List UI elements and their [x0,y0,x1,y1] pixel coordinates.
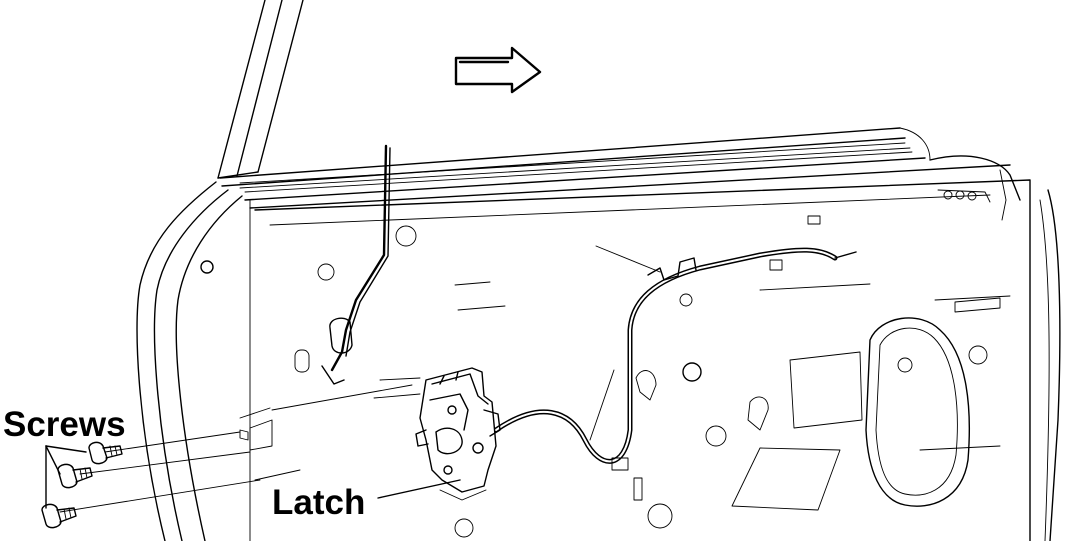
door-latch [415,367,501,501]
screw-lower [41,503,77,529]
screw-middle [57,463,93,489]
screws-leader-lines [45,445,87,509]
belt-weatherstrip [219,127,1021,209]
inner-panel-outline [254,179,1061,541]
screw-upper [88,441,123,465]
screws-callout-label: Screws [3,405,126,444]
door-outer-edge [136,181,251,541]
release-cable [493,245,857,464]
arrow-right-icon [454,46,542,94]
panel-details [200,169,1011,538]
window-frame [217,0,304,179]
latch-leader-line [377,479,461,499]
latch-callout-label: Latch [272,483,366,522]
screw-guide-lines [59,384,413,513]
lock-rod [321,144,391,385]
